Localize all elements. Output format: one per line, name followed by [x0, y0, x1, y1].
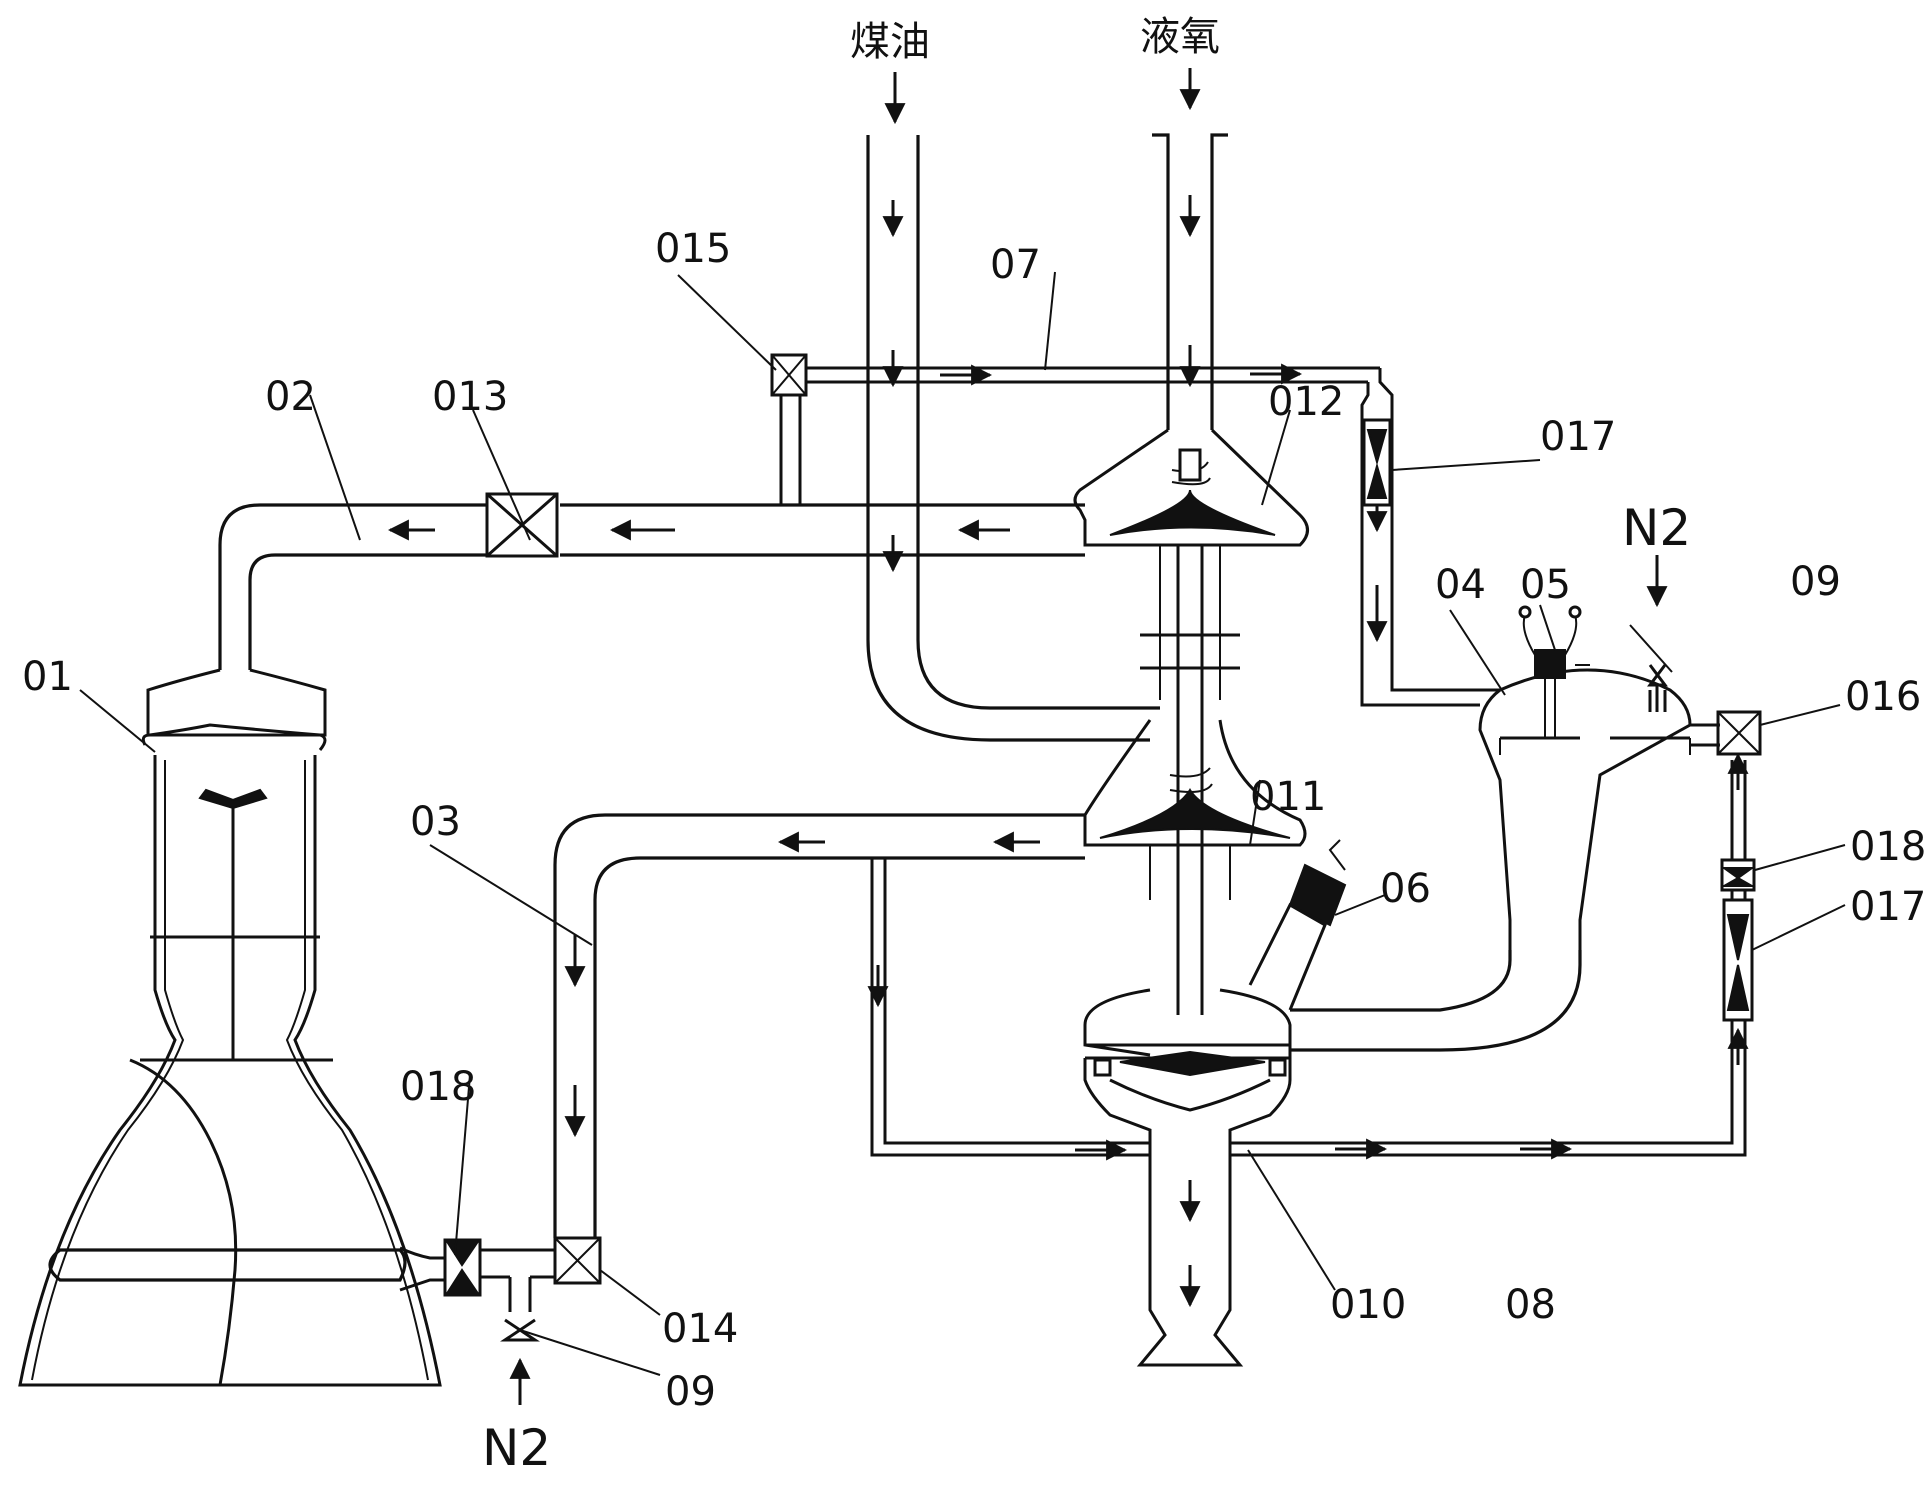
label-04: 04: [1435, 562, 1486, 608]
label-014: 014: [662, 1306, 738, 1352]
label-02: 02: [265, 374, 316, 420]
label-018-right: 018: [1850, 824, 1926, 870]
label-03: 03: [410, 799, 461, 845]
label-09-bottom: 09: [665, 1369, 716, 1415]
valve-06: [1250, 840, 1345, 1010]
label-05: 05: [1520, 562, 1571, 608]
kerosene-inlet: 煤油: [850, 19, 930, 122]
valve-018-right: [1722, 860, 1754, 890]
line-07: [795, 368, 1500, 705]
valve-09-top: N2: [1622, 499, 1691, 712]
label-011: 011: [1250, 774, 1326, 820]
valve-017-upper: [1364, 420, 1390, 505]
gg-to-turbine-duct: [1290, 950, 1580, 1050]
valve-09-bottom: N2: [482, 1320, 551, 1477]
valve-013: [487, 494, 557, 556]
n2-bottom-label: N2: [482, 1419, 551, 1477]
label-017-right: 017: [1850, 884, 1926, 930]
valve-018-left: [400, 1240, 555, 1312]
turbopump-shaft: [1140, 545, 1240, 1015]
label-07: 07: [990, 242, 1041, 288]
turbine-010: [1085, 990, 1290, 1365]
kerosene-supply-pipe: [868, 135, 1160, 740]
label-016: 016: [1845, 674, 1921, 720]
gas-generator-04: [1480, 670, 1720, 950]
label-012: 012: [1268, 379, 1344, 425]
lox-inlet: 液氧: [1140, 14, 1220, 108]
valve-015: [772, 355, 806, 505]
label-01: 01: [22, 654, 73, 700]
label-015: 015: [655, 226, 731, 272]
line-03: [555, 815, 1085, 1238]
lox-label: 液氧: [1140, 14, 1220, 60]
label-08: 08: [1505, 1282, 1556, 1328]
label-010: 010: [1330, 1282, 1406, 1328]
n2-top-label: N2: [1622, 499, 1691, 557]
part-labels: 01 02 03 04 05 06 07 08 09 09 010 011 01…: [22, 226, 1926, 1415]
label-09-top: 09: [1790, 559, 1841, 605]
valve-014: [555, 1238, 600, 1283]
lox-supply-pipe: [1152, 135, 1228, 430]
label-018-left: 018: [400, 1064, 476, 1110]
label-06: 06: [1380, 866, 1431, 912]
label-017-upper: 017: [1540, 414, 1616, 460]
line-02: [220, 505, 1085, 670]
valve-016: [1718, 712, 1760, 754]
kerosene-label: 煤油: [850, 19, 930, 65]
igniter-05: [1520, 607, 1580, 738]
thrust-chamber-01: [20, 670, 440, 1385]
valve-017-right: [1724, 900, 1752, 1020]
label-013: 013: [432, 374, 508, 420]
pump-012: [1075, 430, 1308, 545]
